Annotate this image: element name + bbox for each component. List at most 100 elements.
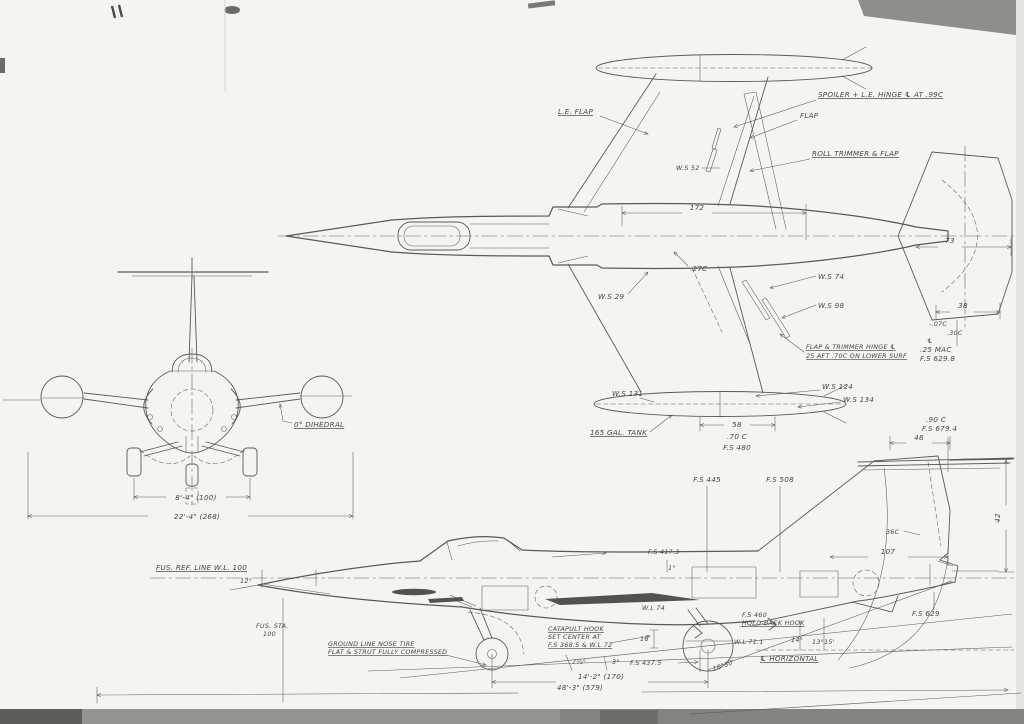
label-12deg: 12° [240,577,252,585]
label-spoiler-hinge: SPOILER + L.E. HINGE ℄ AT .99C [818,90,943,99]
dim-track: 8'-4" (100) [175,493,216,502]
label-ws52: W.S 52 [676,164,700,172]
label-neg07c: -.07C [929,320,947,328]
side-view: FUS. REF. LINE W.L. 100 12° FUS. STA. 10… [97,415,1022,715]
main-gear-front [139,441,245,457]
wing-trailing-edge [729,76,769,205]
wing-edge-on [545,593,700,605]
canopy-plan [397,221,471,251]
dim-107: 107 [881,547,896,556]
stabilizer-plan [897,151,1013,321]
label-holdback-hook: HOLD-BACK HOOK [742,619,805,627]
svg-text:100: 100 [263,630,276,638]
equipment-bay [481,585,529,611]
label-fs460: F.S 460 [742,611,767,619]
label-14deg: 14° [791,636,803,644]
dim-172: 172 [690,203,705,212]
dim-span: 22'-4" (268) [174,512,220,521]
ground-line-static [367,646,1013,672]
label-wl74: W.L 74 [642,604,665,612]
label-fs480: F.S 480 [723,443,751,452]
label-catapult-3: F.S 368.5 & W.L 72 [548,641,612,649]
nose-gear-strut [469,607,493,641]
label-catapult-2: SET CENTER AT [548,633,602,641]
dim-38: 38 [958,301,968,310]
catapult-hook [693,625,703,639]
label-fus-ref-line: FUS. REF. LINE W.L. 100 [156,563,247,572]
intakes-front [143,388,241,425]
front-view: 0° DIHEDRAL 8'-4" (100) 22'-4" (268) [2,257,353,521]
label-le-flap: L.E. FLAP [558,107,593,116]
label-dihedral: 0° DIHEDRAL [294,420,344,429]
top-view: L.E. FLAP SPOILER + L.E. HINGE ℄ AT .99C… [277,46,1015,452]
label-tank: 165 GAL. TANK [590,428,648,437]
label-ws74: W.S 74 [818,272,844,281]
scan-mark [110,4,124,19]
dim-73: 73 [945,236,955,245]
wings-front [83,392,301,409]
label-ws98: W.S 98 [818,301,844,310]
fuselage-plan [285,202,949,270]
label-ws124: W.S 124 [822,382,853,391]
label-ws29: W.S 29 [598,292,624,301]
label-centerline-symbol: ℄ [927,337,933,345]
scan-edge-right [1016,0,1024,724]
ground-line-nose-flat [399,613,1013,679]
label-25mac: .25 MAC [920,345,952,354]
label-13deg15: 13°15' [812,638,835,646]
label-30c: .30C [947,329,963,337]
label-ground-1: GROUND LINE NOSE TIRE [328,640,415,648]
wing-leading-edge [567,73,657,209]
label-wl711: W.L 71.1 [734,638,764,646]
label-roll-trimmer: ROLL TRIMMER & FLAP [812,149,899,158]
fuselage-side-top [257,536,759,586]
spoiler-strip [705,148,718,173]
tip-tank-right [300,375,344,419]
nozzle [929,560,954,587]
label-1deg: 1° [668,564,676,572]
label-fs417: F.S 417.3 [648,548,680,556]
pylon-edge [392,588,436,596]
tip-tank-left [40,375,84,419]
label-70c: .70 C [727,432,747,441]
label-flap: FLAP [800,111,819,120]
dim-42: 42 [993,513,1002,523]
fuselage-side-bottom [257,584,756,626]
label-fs508: F.S 508 [766,475,794,484]
label-catapult-1: CATAPULT HOOK [548,625,605,633]
label-ground-2: FLAT & STRUT FULLY COMPRESSED [328,648,447,656]
dim-48: 48 [914,433,924,442]
dim-142: 14'-2" (170) [578,672,624,681]
dim-16: 16 [640,635,649,643]
label-90c: .90 C [926,415,946,424]
label-36c: 36C [886,528,900,536]
label-horizontal: ℄ HORIZONTAL [760,654,819,663]
stabilizer-side [857,457,1015,467]
label-flap-trimmer-1: FLAP & TRIMMER HINGE ℄ [806,343,896,351]
canopy-front [171,353,213,373]
fuselage-front [145,370,239,454]
label-7half-deg: 7½° [572,658,586,666]
label-ws134: W.S 134 [843,395,874,404]
label-fs629: F.S 629 [912,609,940,618]
dim-483: 48'-3" (579) [557,683,603,692]
label-fus-sta: FUS. STA. [256,622,289,630]
label-fs4375: F.S 437.5 [630,659,662,667]
label-fs445: F.S 445 [693,475,721,484]
label-flap-trimmer-2: 25 AFT .70C ON LOWER SURF [806,352,907,360]
scan-smudge [224,6,240,14]
scan-shadow-top-right [858,0,1024,36]
label-3deg: 3° [612,658,620,666]
label-fs6298: F.S 629.8 [920,354,955,363]
label-16deg30: 16°30' [712,658,736,673]
label-fs679: F.S 679.4 [922,424,957,433]
nose-wheel-front [185,463,199,487]
main-gear-strut [687,607,709,627]
label-27c: .27C [690,264,707,273]
main-wheel-right [242,447,258,477]
fin-front [188,257,198,363]
tail-clearance-arcs [837,467,949,669]
